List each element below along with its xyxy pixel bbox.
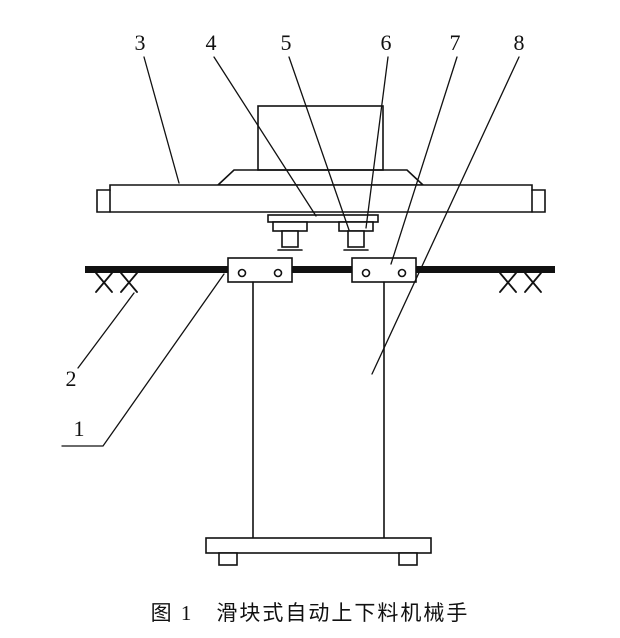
leader-7 bbox=[390, 56, 458, 265]
part-label-3: 3 bbox=[134, 30, 146, 55]
part-label-8: 8 bbox=[513, 30, 525, 55]
slide-rail bbox=[85, 266, 555, 273]
leader-8 bbox=[371, 56, 520, 375]
leader-3 bbox=[143, 56, 180, 184]
pillar-top bbox=[257, 105, 384, 171]
leader-lines bbox=[61, 56, 520, 447]
flange-trapezoid bbox=[215, 169, 426, 186]
part-label-4: 4 bbox=[205, 30, 217, 55]
part-label-7: 7 bbox=[449, 30, 461, 55]
part-label-6: 6 bbox=[380, 30, 392, 55]
gripper-right bbox=[338, 221, 374, 251]
leader-5 bbox=[288, 56, 350, 231]
mount-plate bbox=[267, 214, 379, 223]
base-foot-left bbox=[218, 552, 238, 566]
part-label-5: 5 bbox=[280, 30, 292, 55]
base-plate bbox=[205, 537, 432, 554]
column-body bbox=[252, 281, 385, 539]
leader-2 bbox=[77, 292, 135, 369]
leader-6 bbox=[365, 56, 389, 229]
slider-block-left bbox=[227, 257, 293, 283]
figure-caption: 图 1 滑块式自动上下料机械手 bbox=[150, 601, 470, 625]
cross-arm bbox=[96, 184, 546, 213]
end-stop-left bbox=[95, 272, 138, 293]
leader-1 bbox=[61, 273, 225, 447]
end-stop-right bbox=[499, 272, 542, 293]
part-label-1: 1 bbox=[73, 416, 85, 441]
slider-block-right bbox=[351, 257, 417, 283]
gripper-left bbox=[272, 221, 308, 251]
part-label-2: 2 bbox=[65, 366, 77, 391]
base-foot-right bbox=[398, 552, 418, 566]
leader-4 bbox=[213, 56, 317, 217]
